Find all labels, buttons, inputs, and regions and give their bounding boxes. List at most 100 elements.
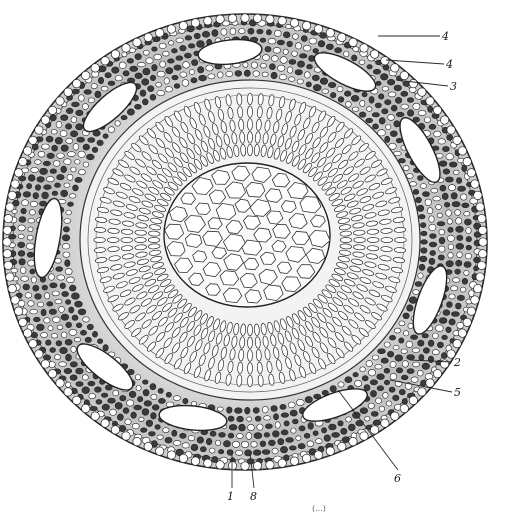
cell	[77, 137, 85, 142]
cell	[158, 388, 163, 393]
cell	[329, 424, 337, 430]
cell	[456, 243, 464, 249]
cell	[272, 431, 279, 437]
cell	[91, 83, 97, 88]
cell	[456, 218, 462, 225]
cell	[383, 392, 388, 398]
cell	[437, 213, 442, 217]
cell	[303, 45, 311, 51]
cell	[457, 252, 463, 258]
cell	[115, 76, 122, 81]
cell	[373, 124, 379, 129]
figure-label: 4	[441, 30, 449, 43]
cell	[66, 210, 72, 215]
cell	[238, 349, 244, 361]
cell	[284, 421, 289, 426]
cell	[217, 407, 223, 411]
cell	[64, 183, 70, 188]
cell	[302, 21, 310, 29]
cell	[423, 348, 429, 354]
cell	[280, 446, 287, 453]
cell	[92, 331, 97, 337]
cell	[56, 267, 63, 272]
cell	[306, 82, 311, 87]
cell	[35, 350, 43, 358]
cell	[75, 301, 83, 307]
cell	[70, 375, 77, 381]
cell	[340, 243, 352, 249]
cell	[248, 119, 253, 131]
cell	[79, 95, 85, 102]
cell	[346, 101, 352, 107]
cell	[163, 51, 170, 56]
cell	[136, 386, 141, 391]
cell	[140, 90, 146, 97]
cell	[72, 89, 79, 94]
cell	[281, 430, 288, 435]
cell	[304, 72, 310, 78]
cell	[157, 90, 165, 95]
cell	[158, 398, 165, 403]
cell	[389, 387, 395, 392]
cell	[166, 392, 171, 397]
cell	[443, 169, 450, 174]
cell	[258, 93, 264, 105]
cell	[421, 231, 427, 236]
cell	[452, 201, 460, 206]
cell	[28, 219, 35, 224]
cell	[466, 228, 472, 234]
cell	[66, 138, 73, 144]
cell	[299, 54, 307, 58]
cell	[430, 250, 436, 255]
cell	[82, 387, 90, 394]
cell	[348, 424, 355, 431]
cell	[425, 199, 432, 206]
cell	[135, 238, 147, 243]
cell	[61, 314, 69, 320]
cell	[398, 158, 405, 163]
cell	[376, 398, 382, 404]
cell	[228, 416, 234, 422]
cell	[390, 361, 396, 367]
cell	[64, 388, 72, 396]
cell	[72, 315, 78, 321]
cell	[63, 252, 70, 257]
cell	[456, 226, 464, 232]
cell	[271, 406, 277, 412]
cell	[352, 107, 359, 112]
cell	[73, 185, 79, 191]
cell	[101, 393, 107, 397]
cell	[381, 57, 389, 65]
cell	[248, 375, 253, 387]
cell	[174, 65, 181, 70]
cell	[260, 63, 266, 68]
cell	[417, 370, 423, 376]
cell	[28, 301, 34, 307]
cell	[448, 244, 454, 250]
cell	[401, 91, 408, 96]
cell	[196, 203, 211, 215]
cell	[204, 17, 212, 25]
cell	[38, 302, 44, 307]
cell	[244, 70, 250, 76]
cell	[173, 441, 181, 446]
cell	[426, 379, 434, 387]
cell	[283, 49, 288, 54]
cell	[462, 203, 469, 208]
cell	[288, 402, 295, 408]
cell	[154, 54, 162, 60]
cell	[365, 416, 370, 421]
cell	[237, 416, 244, 422]
cell	[26, 243, 34, 249]
cell	[97, 339, 102, 344]
cell	[298, 443, 305, 448]
cell	[57, 153, 65, 158]
cell	[69, 329, 77, 335]
cell	[122, 432, 130, 440]
cell	[373, 420, 381, 426]
cell	[367, 245, 379, 251]
cell	[241, 441, 248, 447]
cell	[413, 362, 420, 367]
cell	[148, 231, 160, 237]
cell	[407, 355, 415, 360]
